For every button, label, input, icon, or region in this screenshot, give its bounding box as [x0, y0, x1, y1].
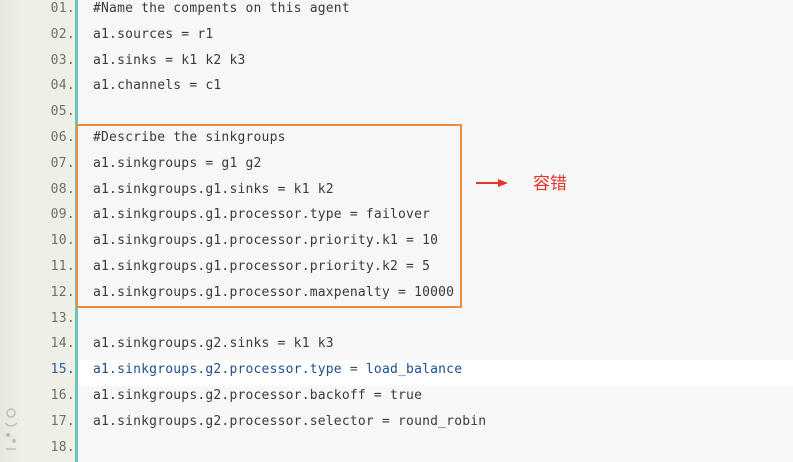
code-line[interactable]: 08.a1.sinkgroups.g1.sinks = k1 k2: [24, 179, 793, 206]
line-number: 02.: [50, 26, 75, 42]
line-number-gutter: 12.: [24, 283, 75, 309]
line-number-gutter: 04.: [24, 76, 75, 102]
code-line[interactable]: 17.a1.sinkgroups.g2.processor.selector =…: [24, 411, 793, 438]
page-edge-decoration: [0, 0, 24, 462]
code-line[interactable]: 13.: [24, 308, 793, 335]
code-line-text[interactable]: a1.sinkgroups.g2.processor.backoff = tru…: [75, 386, 793, 412]
line-number-gutter: 07.: [24, 154, 75, 180]
code-line-text[interactable]: a1.sinks = k1 k2 k3: [75, 50, 793, 77]
line-number-gutter: 15.: [24, 360, 75, 386]
line-number-gutter: 17.: [24, 412, 75, 438]
code-line-text[interactable]: a1.sources = r1: [75, 24, 793, 51]
line-number-gutter: 16.: [24, 386, 75, 412]
line-number: 18.: [50, 439, 75, 455]
line-number-gutter: 09.: [24, 205, 75, 231]
line-number: 14.: [50, 336, 75, 352]
code-line-text[interactable]: #Name the compents on this agent: [75, 0, 793, 25]
line-number-gutter: 08.: [24, 180, 75, 206]
code-line[interactable]: 01.#Name the compents on this agent: [24, 0, 793, 25]
line-number: 11.: [50, 259, 75, 274]
line-number: 07.: [50, 155, 75, 171]
line-number: 06.: [50, 130, 75, 145]
line-number: 10.: [50, 233, 75, 249]
code-line-text[interactable]: a1.sinkgroups.g1.processor.type = failov…: [75, 205, 793, 232]
line-number: 01.: [50, 1, 75, 16]
line-number: 08.: [50, 181, 75, 197]
code-line-text[interactable]: [75, 308, 793, 335]
line-number-gutter: 13.: [24, 309, 75, 335]
code-line-text[interactable]: a1.sinkgroups = g1 g2: [75, 153, 793, 180]
code-line-text[interactable]: a1.sinkgroups.g1.processor.maxpenalty = …: [75, 282, 793, 309]
code-line[interactable]: 16.a1.sinkgroups.g2.processor.backoff = …: [24, 386, 793, 412]
code-line[interactable]: 10.a1.sinkgroups.g1.processor.priority.k…: [24, 231, 793, 258]
line-number-gutter: 05.: [24, 102, 75, 128]
code-line[interactable]: 18.: [24, 437, 793, 462]
red-arrow-icon: [476, 179, 508, 187]
code-line-text[interactable]: a1.sinkgroups.g2.processor.type = load_b…: [75, 360, 793, 387]
line-number: 12.: [50, 284, 75, 300]
code-line[interactable]: 15.a1.sinkgroups.g2.processor.type = loa…: [24, 360, 793, 387]
ornament-icon: [4, 408, 18, 450]
code-line[interactable]: 14.a1.sinkgroups.g2.sinks = k1 k3: [24, 334, 793, 361]
code-line-text[interactable]: a1.sinkgroups.g1.sinks = k1 k2: [75, 179, 793, 206]
code-line-text[interactable]: a1.sinkgroups.g2.processor.selector = ro…: [75, 411, 793, 438]
line-number-gutter: 14.: [24, 334, 75, 360]
code-line-text[interactable]: a1.channels = c1: [75, 76, 793, 103]
line-number-gutter: 02.: [24, 25, 75, 51]
code-line[interactable]: 07.a1.sinkgroups = g1 g2: [24, 153, 793, 180]
line-number-gutter: 06.: [24, 128, 75, 154]
code-line-text[interactable]: #Describe the sinkgroups: [75, 128, 793, 154]
line-number: 05.: [50, 104, 75, 120]
line-number: 03.: [50, 52, 75, 68]
line-number: 04.: [50, 78, 75, 94]
line-number: 17.: [50, 413, 75, 429]
code-line-text[interactable]: a1.sinkgroups.g1.processor.priority.k1 =…: [75, 231, 793, 258]
code-line[interactable]: 09.a1.sinkgroups.g1.processor.type = fai…: [24, 205, 793, 232]
code-line-text[interactable]: a1.sinkgroups.g1.processor.priority.k2 =…: [75, 257, 793, 283]
line-number-gutter: 18.: [24, 438, 75, 462]
line-number-gutter: 01.: [24, 0, 75, 25]
code-line[interactable]: 02.a1.sources = r1: [24, 24, 793, 51]
code-line[interactable]: 03.a1.sinks = k1 k2 k3: [24, 50, 793, 77]
line-number: 13.: [50, 310, 75, 326]
code-line-text[interactable]: [75, 102, 793, 129]
code-line[interactable]: 12.a1.sinkgroups.g1.processor.maxpenalty…: [24, 282, 793, 309]
line-number: 15.: [50, 362, 75, 378]
code-line[interactable]: 06.#Describe the sinkgroups: [24, 128, 793, 154]
line-number: 16.: [50, 388, 75, 403]
code-line-text[interactable]: [75, 437, 793, 462]
line-number-gutter: 11.: [24, 257, 75, 283]
code-line[interactable]: 11.a1.sinkgroups.g1.processor.priority.k…: [24, 257, 793, 283]
line-number-gutter: 10.: [24, 231, 75, 257]
code-line[interactable]: 04.a1.channels = c1: [24, 76, 793, 103]
line-number: 09.: [50, 207, 75, 223]
code-line-text[interactable]: a1.sinkgroups.g2.sinks = k1 k3: [75, 334, 793, 361]
code-line[interactable]: 05.: [24, 102, 793, 129]
line-number-gutter: 03.: [24, 51, 75, 77]
annotation-note: 容错: [533, 174, 567, 194]
